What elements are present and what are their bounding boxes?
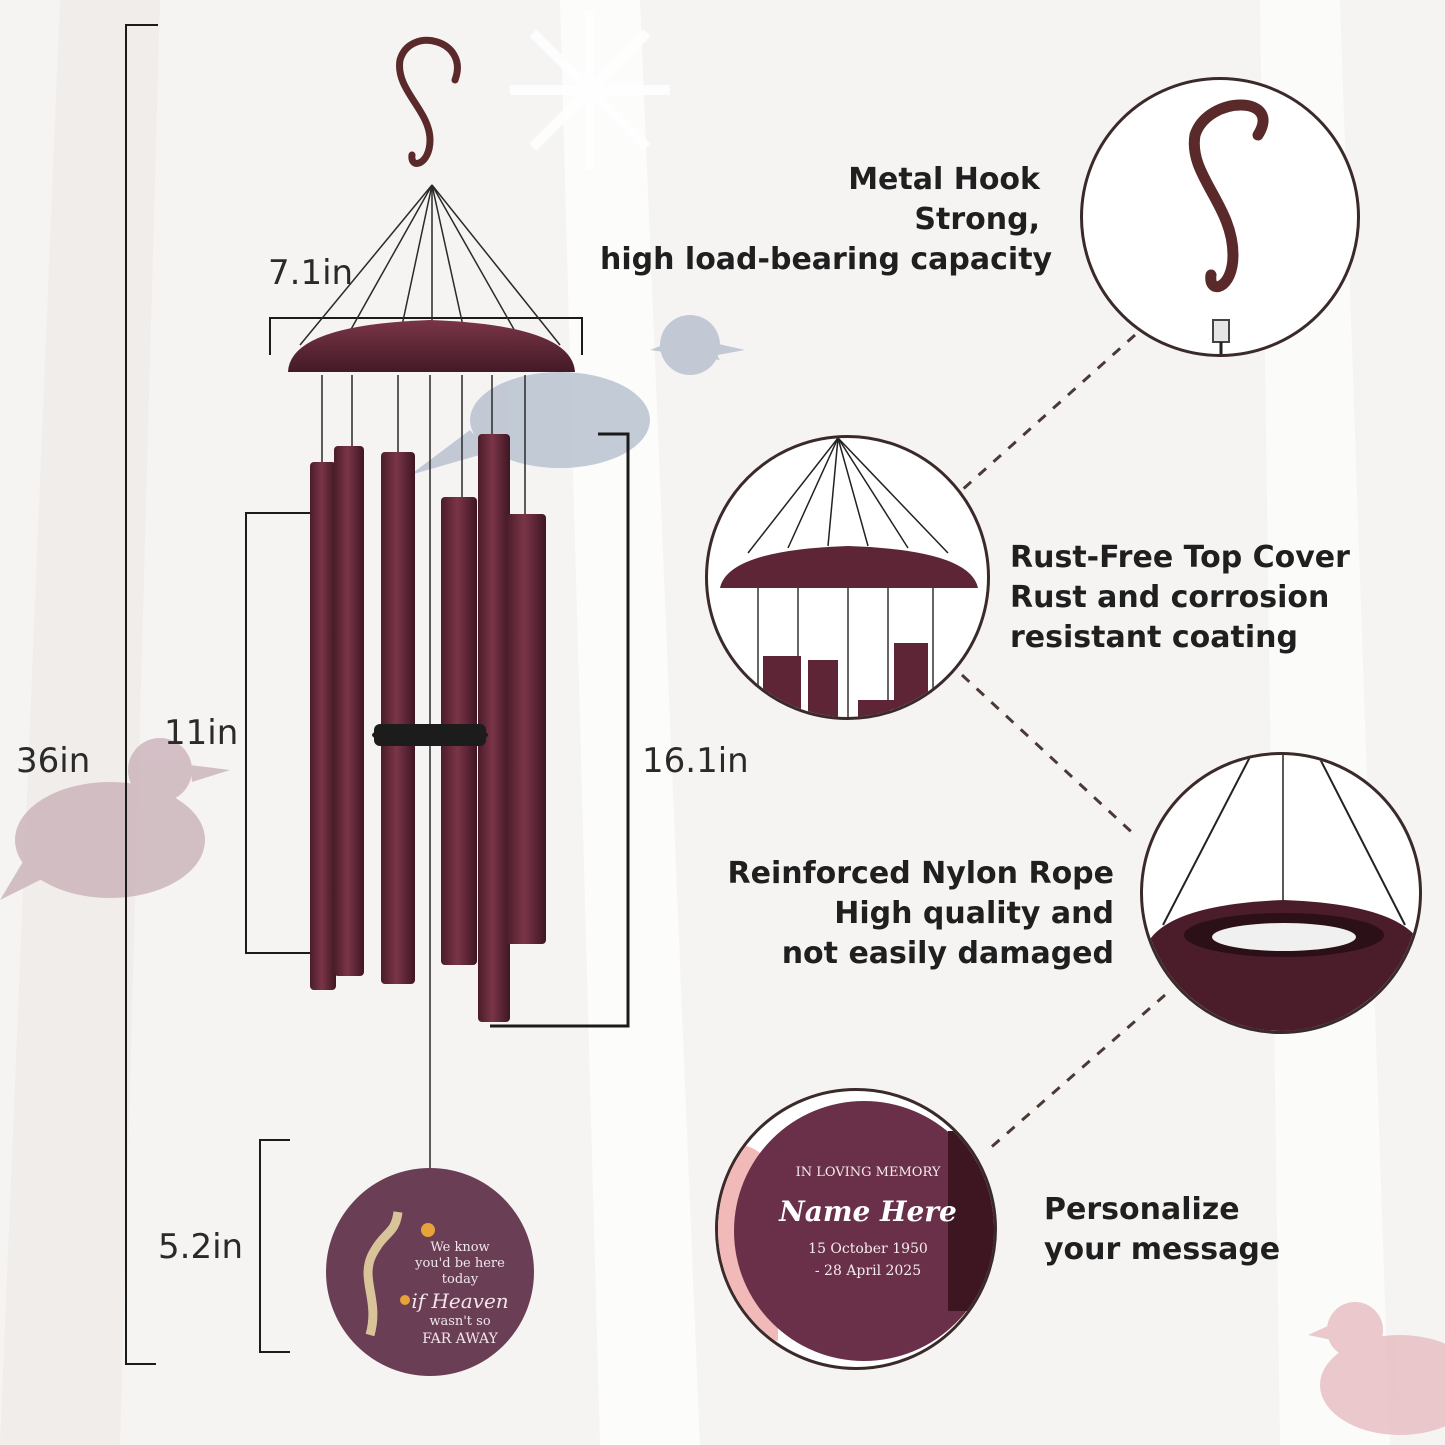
dim-total-height: 36in (16, 741, 91, 781)
feature-title: Personalize (1044, 1192, 1240, 1227)
pendant-custom-heading: IN LOVING MEMORY (795, 1165, 941, 1180)
bird-silhouette-corner (1308, 1302, 1445, 1435)
pendant-custom-icon (718, 1101, 994, 1361)
feature-title: Rust-Free Top Cover (1010, 540, 1350, 575)
dim-cover-width: 7.1in (268, 253, 354, 293)
detail-personalize-circle: IN LOVING MEMORY Name Here 15 October 19… (715, 1088, 997, 1370)
pendant-line-2: you'd be here (415, 1256, 505, 1271)
pendant-line-3: today (441, 1272, 479, 1287)
dim-pendant-height: 5.2in (158, 1227, 244, 1267)
pendant-tail-1: wasn't so (429, 1314, 491, 1329)
pendant-custom-name: Name Here (779, 1195, 957, 1228)
detail-hook-circle (1080, 77, 1360, 357)
feature-line: Strong, (914, 202, 1040, 237)
snowflake-icon (510, 10, 670, 170)
pendant-custom-date-from: 15 October 1950 (808, 1241, 928, 1257)
feature-line: your message (1044, 1232, 1281, 1267)
hook-icon (396, 36, 461, 167)
feature-metal-hook: Metal Hook Strong, high load-bearing cap… (600, 160, 1053, 280)
detail-cover-circle (705, 435, 990, 720)
top-cover-icon (720, 438, 978, 717)
dim-tube-length: 11in (164, 713, 239, 753)
feature-line: not easily damaged (781, 936, 1114, 971)
pendant-front: We know you'd be here today if Heaven wa… (400, 1240, 520, 1348)
pendant-script: if Heaven (411, 1289, 509, 1313)
dim-chime-length: 16.1in (642, 741, 749, 781)
hook-icon (1188, 99, 1269, 354)
feature-top-cover: Rust-Free Top Cover Rust and corrosion r… (1010, 538, 1390, 658)
pendant-front-icon (326, 1168, 534, 1376)
detail-rope-circle (1140, 752, 1422, 1034)
feature-line: Rust and corrosion (1010, 580, 1330, 615)
pendant-custom-date-to: - 28 April 2025 (814, 1263, 922, 1279)
pendant-tail-2: FAR AWAY (422, 1331, 498, 1347)
pendant-line-1: We know (430, 1240, 490, 1255)
feature-line: High quality and (834, 896, 1114, 931)
rope-icon (1143, 755, 1419, 1031)
feature-title: Reinforced Nylon Rope (727, 856, 1114, 891)
feature-nylon-rope: Reinforced Nylon Rope High quality and n… (690, 854, 1114, 974)
feature-personalize: Personalize your message (1044, 1190, 1374, 1270)
bird-silhouette-pink (0, 738, 230, 900)
feature-line: high load-bearing capacity (600, 242, 1053, 277)
feature-line: resistant coating (1010, 620, 1298, 655)
feature-title: Metal Hook (848, 162, 1040, 197)
